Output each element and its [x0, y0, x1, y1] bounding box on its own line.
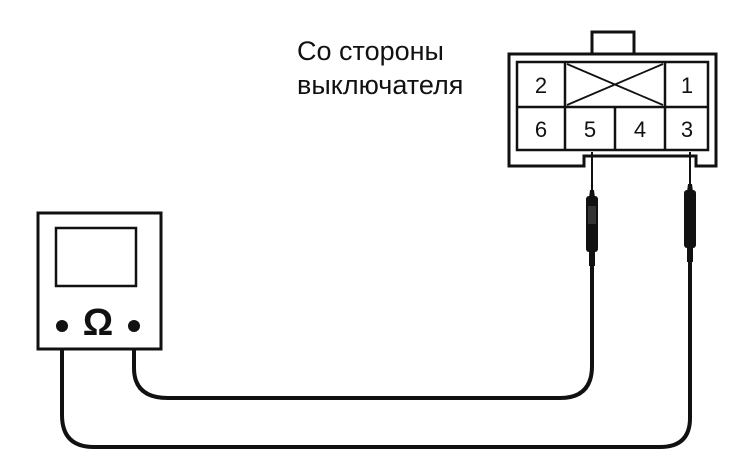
meter-terminal-ohm — [128, 320, 140, 332]
connector — [507, 30, 718, 168]
unused-cavity-cross — [566, 63, 664, 106]
ohmmeter: Ω — [36, 211, 163, 351]
connector-lock-tab — [590, 30, 636, 56]
caption-line-2: выключателя — [297, 70, 464, 100]
caption-line-1: Со стороны — [297, 36, 444, 66]
ohm-symbol: Ω — [83, 302, 113, 344]
pin-label-1: 1 — [681, 73, 693, 98]
pin-label-2: 2 — [535, 73, 547, 98]
test-lead-to-pin-5 — [132, 264, 594, 400]
probe-pin-3 — [684, 152, 696, 262]
pin-label-5: 5 — [584, 117, 596, 142]
pin-label-3: 3 — [681, 117, 693, 142]
pin-label-4: 4 — [634, 117, 646, 142]
caption-switch-side: Со стороны выключателя — [297, 34, 463, 102]
meter-terminal-com — [56, 320, 68, 332]
meter-display — [54, 226, 138, 288]
pin-label-6: 6 — [535, 117, 547, 142]
test-lead-to-pin-3 — [60, 260, 692, 449]
probe-pin-5 — [586, 152, 598, 266]
